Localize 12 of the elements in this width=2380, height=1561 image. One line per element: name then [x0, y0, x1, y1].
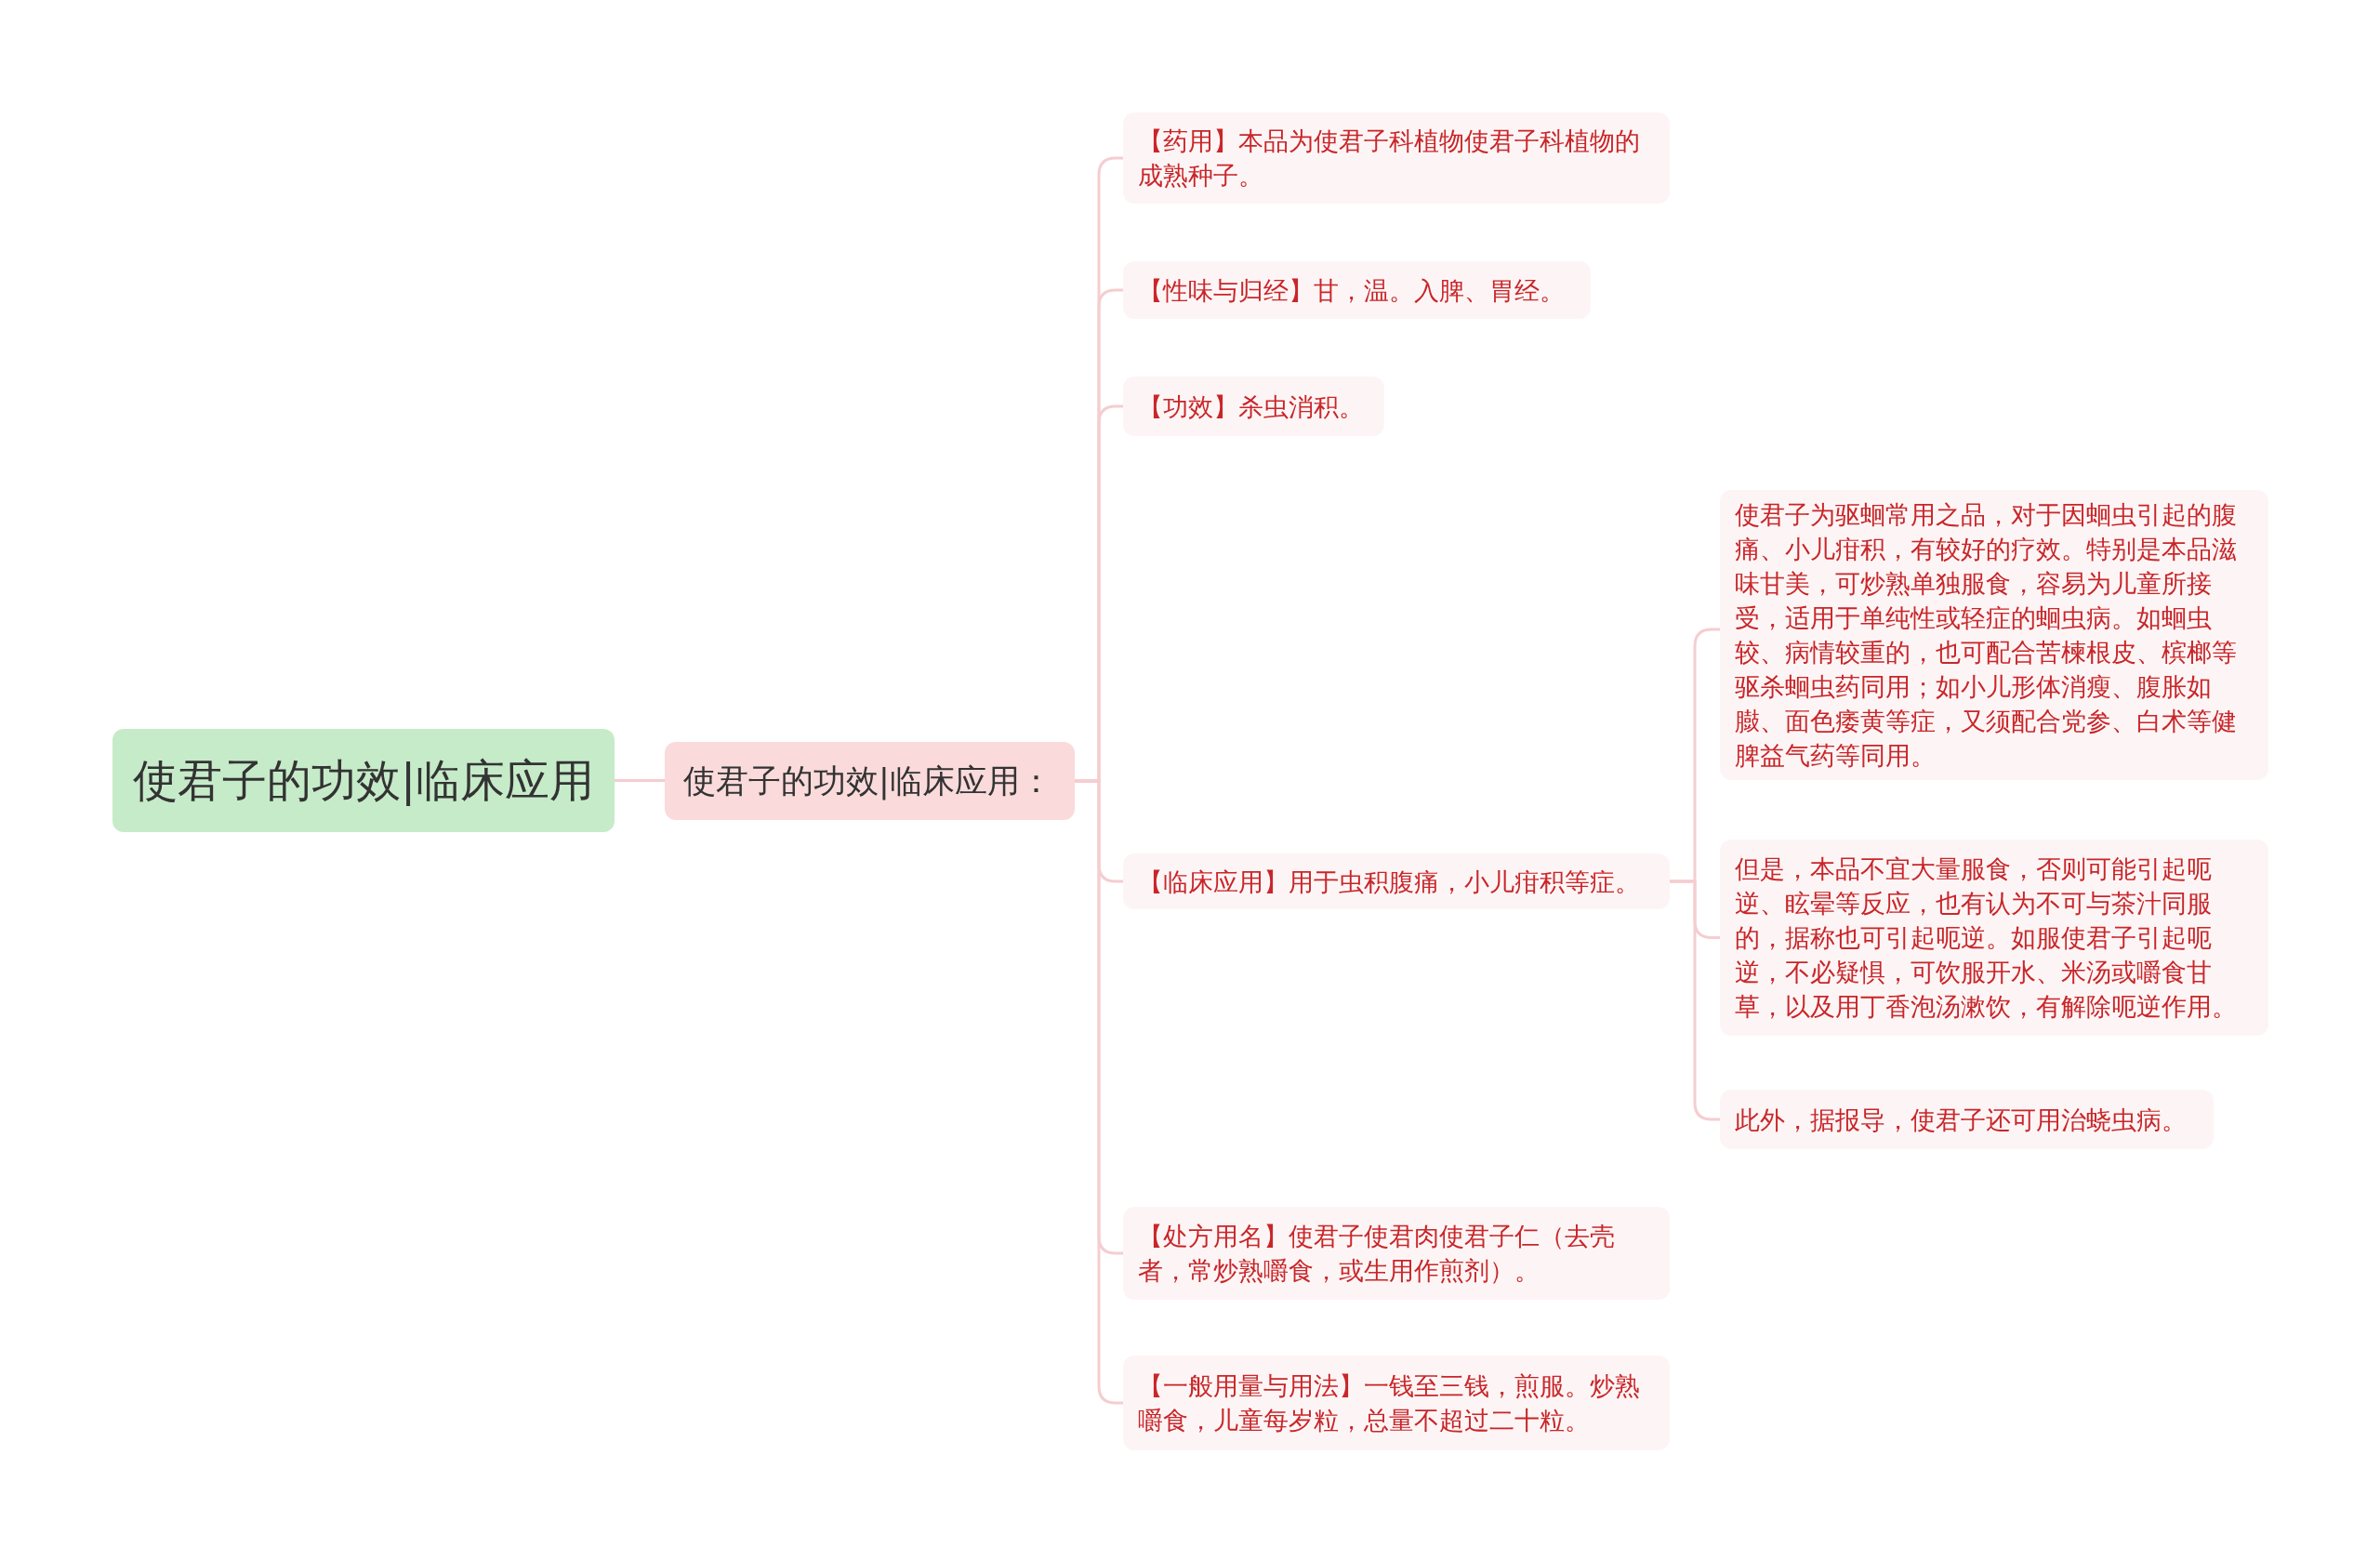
- text-box: 【临床应用】用于虫积腹痛，小儿疳积等症。: [1123, 853, 1670, 909]
- text-box: 【功效】杀虫消积。: [1123, 377, 1384, 436]
- text-box: 但是，本品不宜大量服食，否则可能引起呃逆、眩晕等反应，也有认为不可与茶汁同服的，据称也可引起呃逆。如服使君子引起呃逆，不必疑惧，可饮服开水、米汤或嚼食甘草，以及用丁香泡汤漱饮，有解除呃逆作用。: [1720, 840, 2268, 1036]
- text-box: 【性味与归经】甘，温。入脾、胃经。: [1123, 261, 1591, 319]
- text-box: 此外，据报导，使君子还可用治蛲虫病。: [1720, 1090, 2214, 1149]
- branch-box: 使君子的功效|临床应用：: [665, 742, 1075, 820]
- text-box: 【药用】本品为使君子科植物使君子科植物的成熟种子。: [1123, 112, 1670, 204]
- connector: [615, 779, 665, 782]
- topic-box: 使君子的功效|临床应用: [112, 729, 615, 832]
- text-box: 【处方用名】使君子使君肉使君子仁（去壳者，常炒熟嚼食，或生用作煎剂）。: [1123, 1207, 1670, 1300]
- text-box: 【一般用量与用法】一钱至三钱，煎服。炒熟嚼食，儿童每岁粒，总量不超过二十粒。: [1123, 1356, 1670, 1450]
- text-box: 使君子为驱蛔常用之品，对于因蛔虫引起的腹痛、小儿疳积，有较好的疗效。特别是本品滋味甘美，可炒熟单独服食，容易为儿童所接受，适用于单纯性或轻症的蛔虫病。如蛔虫较、病情较重的，也可配合苦楝根皮、槟榔等驱杀蛔虫药同用；如小儿形体消瘦、腹胀如臌、面色痿黄等症，又须配合党参、白术等健脾益气药等同用。: [1720, 490, 2268, 780]
